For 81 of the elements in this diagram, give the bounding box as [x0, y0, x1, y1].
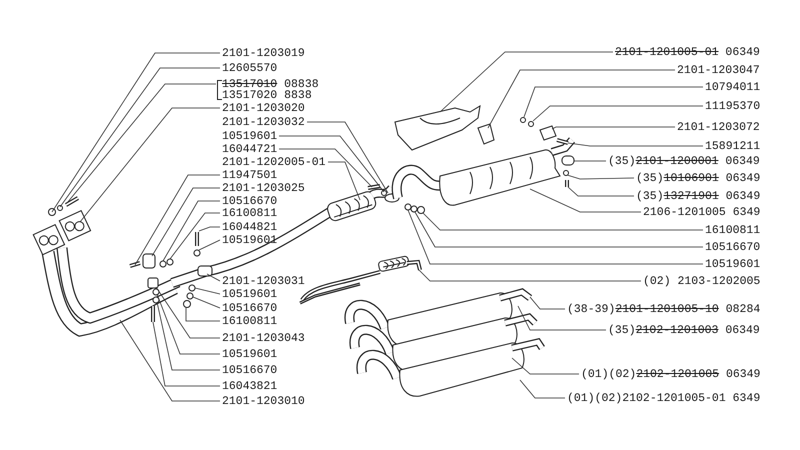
part-number: 15891211: [705, 140, 760, 152]
leader-line: [520, 380, 566, 398]
leader-line: [518, 306, 606, 330]
leader-line: [194, 288, 220, 294]
part-number: 13517010 08838 13517020 8838: [222, 78, 319, 100]
leader-line: [156, 294, 220, 354]
part-number: 2101-1203025: [222, 182, 305, 194]
leader-line: [532, 106, 704, 122]
leader-line: [278, 136, 384, 192]
leader-line: [52, 52, 220, 212]
leader-line: [488, 70, 676, 128]
leader-line: [170, 212, 220, 260]
part-number: 16044721: [222, 142, 278, 156]
leader-line: [552, 126, 676, 130]
part-number: 2106-1201005 6349: [643, 206, 760, 218]
leader-line: [60, 68, 220, 208]
part-number: 2101-1203010: [222, 394, 305, 408]
part-number: 10794011: [705, 80, 760, 94]
part-number: 2101-1203072: [677, 120, 760, 134]
leader-line: [198, 240, 220, 250]
leader-line: [530, 296, 566, 310]
part-number: 2101-1203031: [222, 274, 305, 288]
part-number: (38-39)2101-1201005-10 08284: [567, 302, 760, 316]
part-number: 2101-1203047: [677, 64, 760, 76]
part-number: 2101-1201005-01 06349: [615, 46, 760, 58]
leader-line: [328, 162, 360, 200]
leader-line: [156, 302, 220, 370]
part-number: (01)(02)2102-1201005-01 6349: [567, 392, 760, 404]
part-number: 10516670: [222, 364, 278, 376]
leader-line: [278, 148, 372, 188]
part-number: 16100811: [222, 206, 278, 220]
leader-line: [162, 200, 220, 262]
part-number: 2101-1203032: [222, 116, 305, 128]
leader-line: [156, 286, 220, 338]
part-number: 10516670: [222, 194, 278, 208]
part-number: 12605570: [222, 62, 278, 74]
part-number: 16100811: [222, 314, 278, 328]
leader-line: [206, 274, 220, 282]
leader-line: [524, 86, 704, 118]
part-number: (01)(02)2102-1201005 06349: [581, 368, 760, 380]
leader-line: [80, 108, 220, 222]
part-number: 2101-1203043: [222, 332, 305, 344]
part-number: 11947501: [222, 168, 278, 182]
leader-line: [414, 212, 704, 248]
part-number: 2101-1203019: [222, 46, 305, 60]
leader-line: [66, 84, 216, 204]
part-number: 16100811: [705, 224, 760, 236]
leader-line: [152, 322, 220, 386]
leader-line: [574, 160, 606, 162]
leader-line: [422, 212, 704, 230]
part-number: 10519601: [222, 348, 278, 360]
part-number: 2101-1203020: [222, 102, 305, 114]
part-number: 16043821: [222, 380, 278, 392]
part-number: 10519601: [222, 288, 278, 300]
leader-line: [306, 122, 388, 194]
part-number: 2101-1202005-01: [222, 156, 326, 168]
leader-line: [198, 226, 220, 232]
leader-line: [120, 320, 220, 402]
leader-line: [152, 188, 220, 256]
part-number: 10516670: [705, 240, 760, 254]
leader-line: [530, 188, 642, 212]
part-number: (35)13271901 06349: [636, 190, 760, 202]
part-number: (35)2101-1200001 06349: [608, 154, 760, 168]
part-number: 10516670: [222, 302, 278, 314]
leader-line: [418, 270, 642, 282]
part-number: (02) 2103-1202005: [643, 274, 760, 288]
part-number: 10519601: [222, 130, 278, 142]
part-number: (35)2102-1201003 06349: [608, 324, 760, 336]
part-number: 16044821: [222, 220, 278, 234]
leader-line: [512, 358, 580, 374]
leader-line: [440, 52, 614, 112]
leader-line: [568, 142, 704, 146]
leader-line: [186, 308, 220, 322]
part-number: 11195370: [705, 100, 760, 112]
leader-line: [408, 210, 704, 264]
leader-line: [566, 174, 634, 180]
part-number: 10519601: [705, 258, 760, 270]
leader-line: [192, 296, 220, 308]
part-number: (35)10106901 06349: [636, 172, 760, 184]
leader-line: [134, 174, 220, 266]
leader-line: [568, 186, 634, 196]
